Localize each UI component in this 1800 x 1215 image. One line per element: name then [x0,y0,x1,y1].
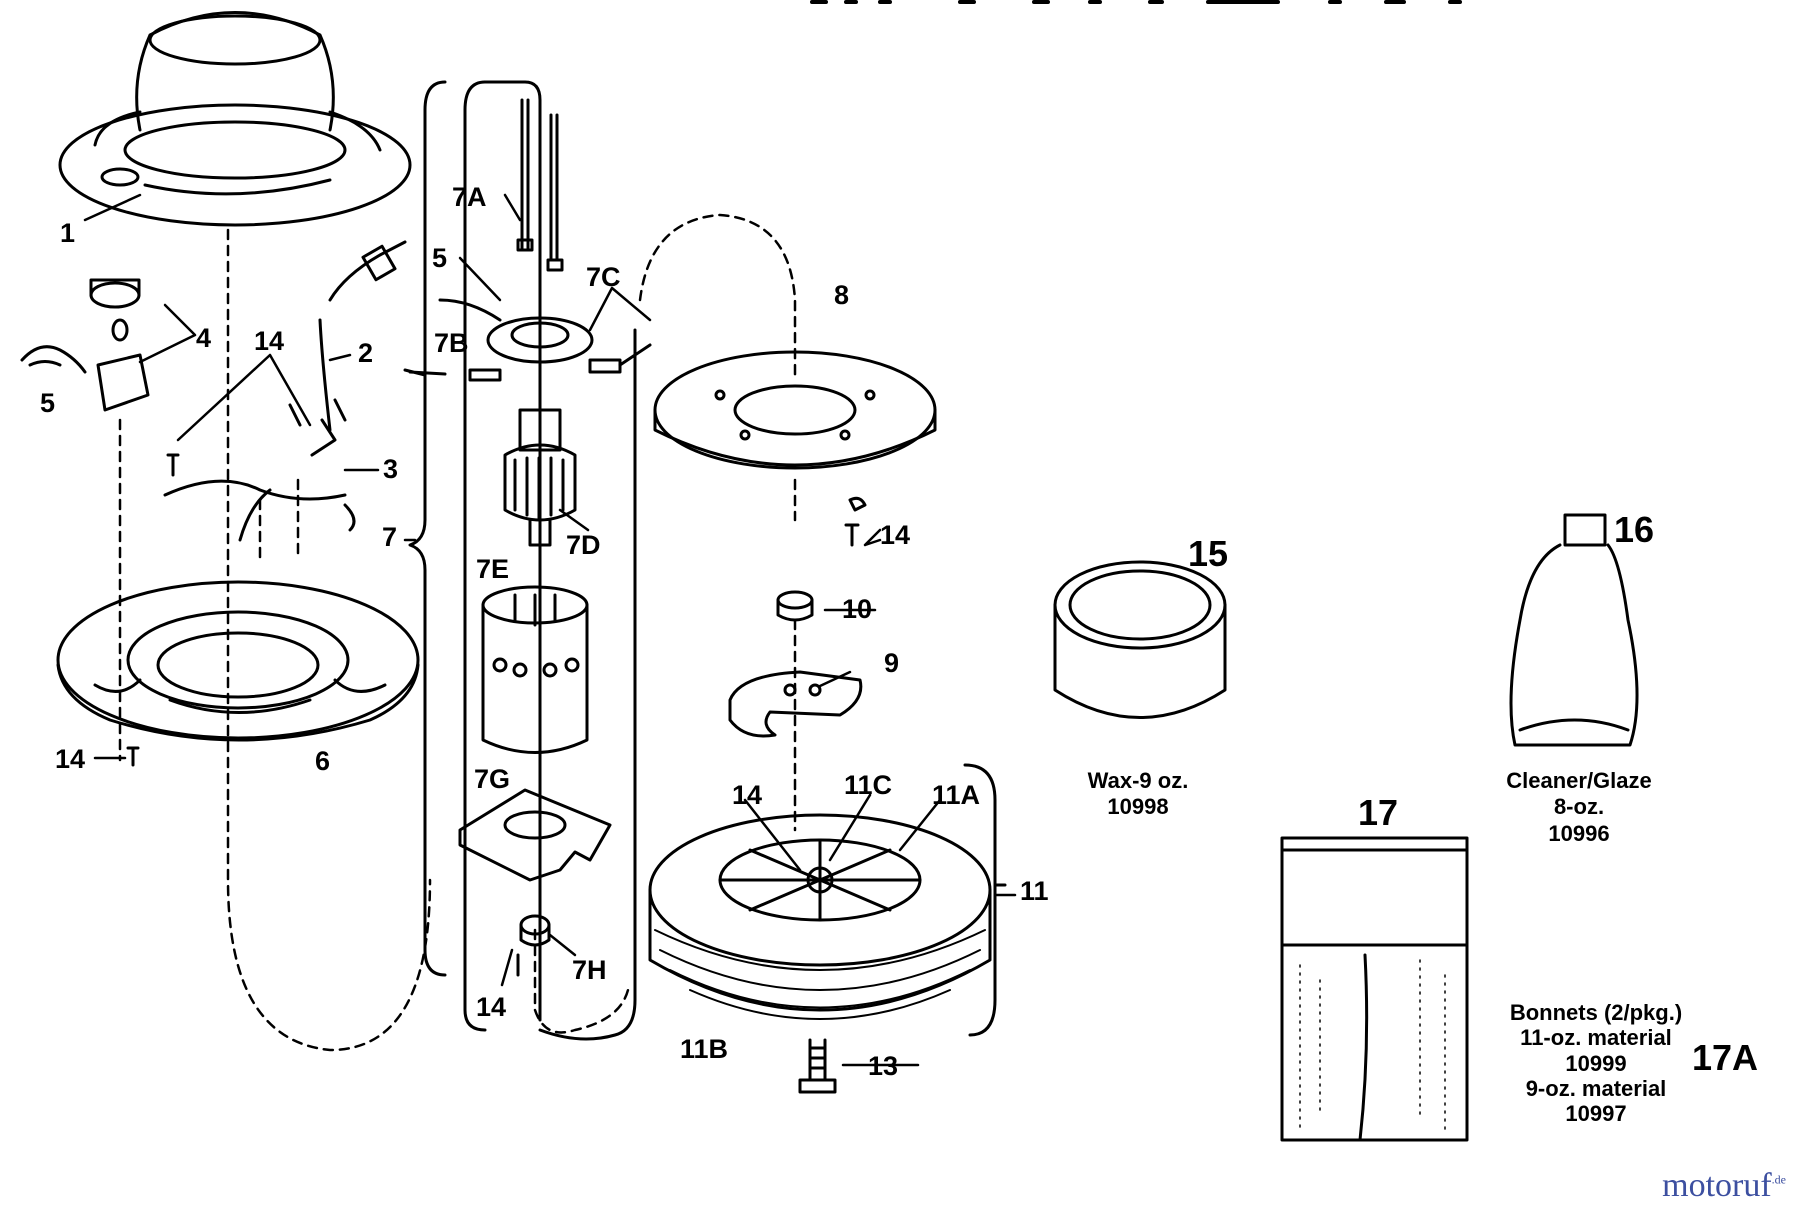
motor-group-bracket-7 [408,80,637,1041]
callout-7D: 7D [566,530,601,560]
armature-part-7D [503,408,577,547]
bonnets-caption-line-1: Bonnets (2/pkg.) [1509,1000,1683,1025]
bonnets-caption: Bonnets (2/pkg.) 11-oz. material 10999 9… [1496,1000,1696,1126]
callout-7C: 7C [586,262,621,292]
cleaner-caption-line-1: Cleaner/Glaze [1506,768,1652,793]
callout-11C: 11C [844,770,893,800]
callout-11B: 11B [680,1034,729,1064]
brush-holder-part-7B [403,298,652,382]
bonnets-caption-line-3: 10999 [1565,1050,1627,1076]
callout-7A: 7A [452,182,487,212]
callout-11A: 11A [932,780,981,810]
bonnets-caption-line-2: 11-oz. material [1520,1025,1672,1051]
brush-rods-part-7A [516,98,564,272]
callout-7H: 7H [572,955,607,985]
spacer-part-10 [776,590,814,622]
cleaner-caption-line-3: 10996 [1548,820,1610,846]
wax-can-part-15 [1053,560,1227,719]
callout-14-pad: 14 [732,780,763,810]
callout-7B: 7B [434,328,469,358]
callout-14-plate: 14 [880,520,911,550]
motor-housing-part-7E [481,585,589,754]
callout-3: 3 [383,454,399,484]
callout-17A: 17A [1692,1037,1759,1078]
drive-plate-part-8 [653,350,937,470]
bonnets-caption-line-5: 10997 [1565,1101,1627,1127]
watermark-logo: motoruf.de [1662,1167,1786,1205]
callout-17: 17 [1358,792,1399,833]
wax-caption-line-1: Wax-9 oz. [1087,768,1189,793]
bonnet-package-part-17 [1280,836,1469,1142]
callout-4: 4 [196,323,212,353]
callout-15: 15 [1188,533,1229,574]
cleaner-caption-line-2: 8-oz. [1553,794,1605,820]
callout-2: 2 [358,338,374,368]
wax-caption-line-2: 10998 [1107,794,1169,820]
callout-13: 13 [868,1051,899,1081]
pad-driver-part-11 [648,813,992,1012]
callout-11: 11 [1020,876,1049,906]
callout-14-base: 14 [55,744,86,774]
end-plate-part-7G [458,788,612,882]
callout-6: 6 [315,746,331,776]
pad-bracket-part-11 [963,763,1007,1037]
bushing-part-7H [516,914,551,977]
callout-9: 9 [884,648,900,678]
base-plate-part-6 [56,580,420,742]
watermark-suffix: .de [1771,1172,1786,1187]
wax-caption: Wax-9 oz. 10998 [1078,768,1198,821]
wiring-parts-2-3-4-5 [20,240,407,542]
callout-14-wiring: 14 [254,326,285,356]
callout-10: 10 [842,594,873,624]
assembly-dash-lines [118,213,797,1052]
callout-16: 16 [1614,509,1655,550]
clip-part-9 [728,670,863,738]
callout-8: 8 [834,280,850,310]
callout-7G: 7G [474,764,511,794]
callout-7: 7 [382,522,398,552]
callout-14-motor: 14 [476,992,507,1022]
callout-1: 1 [60,218,76,248]
callout-5-motor: 5 [432,243,448,273]
leader-lines [83,193,1017,1067]
top-cover-part-1 [58,11,412,227]
screws-part-14 [126,398,867,767]
cleaner-bottle-part-16 [1509,513,1639,747]
watermark-text: motoruf [1662,1167,1772,1204]
bolt-part-13 [798,1038,837,1094]
callout-7E: 7E [476,554,510,584]
cleaner-caption: Cleaner/Glaze 8-oz. 10996 [1494,768,1664,847]
bonnets-caption-line-4: 9-oz. material [1525,1075,1667,1101]
pad-texture-part-11B [654,929,986,1020]
callout-5-left: 5 [40,388,56,418]
